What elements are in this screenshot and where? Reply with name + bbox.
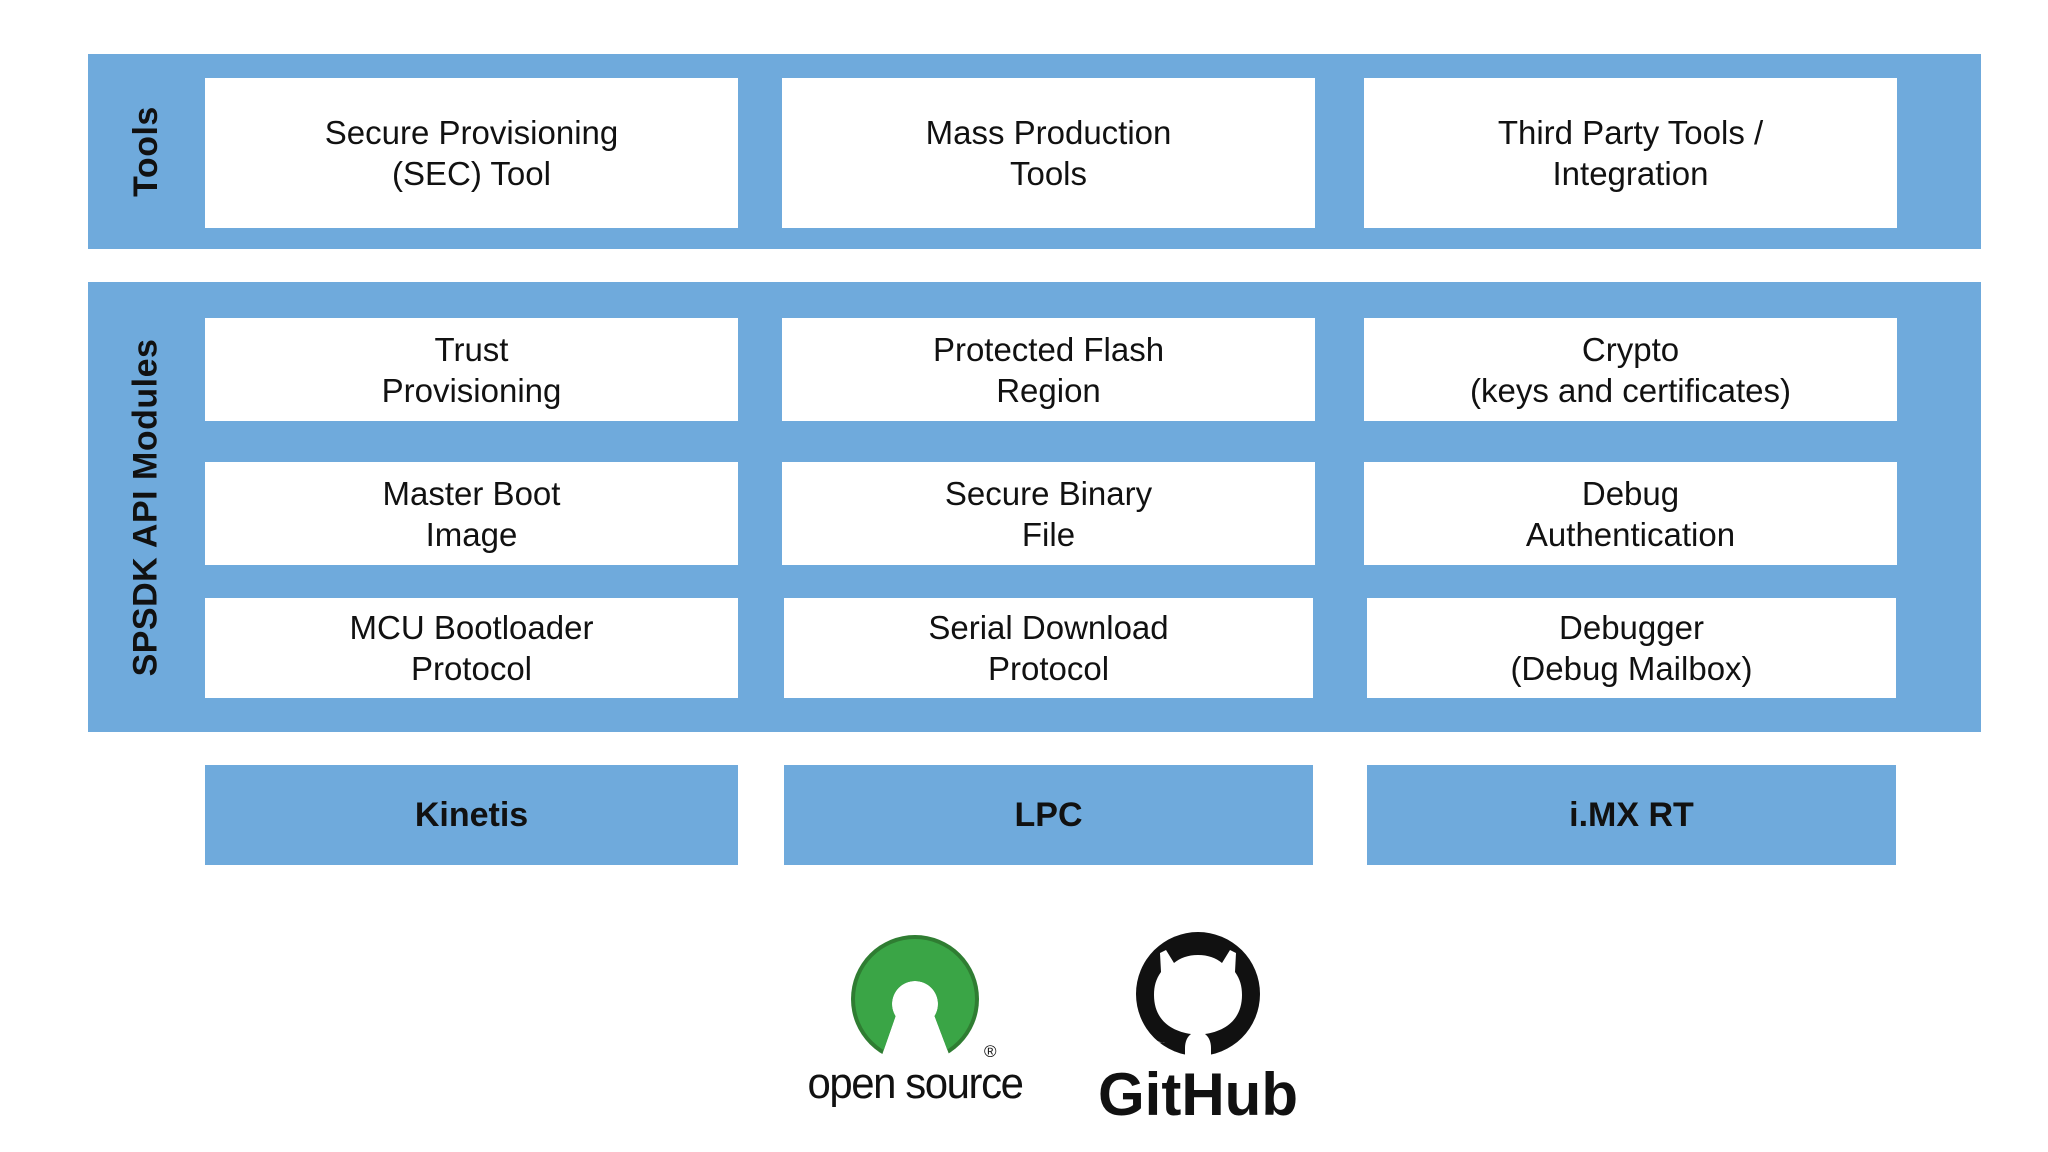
tools-label: Tools bbox=[126, 106, 165, 197]
module-box-secure-binary-file: Secure Binary File bbox=[782, 462, 1315, 565]
module-box-master-boot-image: Master Boot Image bbox=[205, 462, 738, 565]
module-box-protected-flash-region: Protected Flash Region bbox=[782, 318, 1315, 421]
open-source-logo: ® open source bbox=[800, 928, 1040, 1118]
module-box-trust-provisioning: Trust Provisioning bbox=[205, 318, 738, 421]
module-box-crypto: Crypto (keys and certificates) bbox=[1364, 318, 1897, 421]
platform-kinetis: Kinetis bbox=[205, 765, 738, 865]
open-source-wordmark: open source bbox=[808, 1059, 1023, 1108]
platform-imx-rt: i.MX RT bbox=[1367, 765, 1896, 865]
github-octocat-icon: GitHub bbox=[1098, 932, 1298, 1128]
open-source-initiative-icon: ® open source bbox=[808, 935, 1024, 1108]
tools-band-label-area: Tools bbox=[88, 54, 204, 249]
modules-band-label-area: SPSDK API Modules bbox=[88, 282, 204, 732]
module-box-mcu-bootloader-protocol: MCU Bootloader Protocol bbox=[205, 598, 738, 698]
tool-box-sec-tool: Secure Provisioning (SEC) Tool bbox=[205, 78, 738, 228]
module-box-debug-authentication: Debug Authentication bbox=[1364, 462, 1897, 565]
tool-box-mass-production: Mass Production Tools bbox=[782, 78, 1315, 228]
module-box-debugger: Debugger (Debug Mailbox) bbox=[1367, 598, 1896, 698]
registered-mark: ® bbox=[984, 1042, 997, 1061]
module-box-serial-download-protocol: Serial Download Protocol bbox=[784, 598, 1313, 698]
tool-box-third-party: Third Party Tools / Integration bbox=[1364, 78, 1897, 228]
modules-label: SPSDK API Modules bbox=[126, 338, 165, 676]
platform-lpc: LPC bbox=[784, 765, 1313, 865]
github-logo: GitHub bbox=[1090, 930, 1310, 1128]
github-wordmark: GitHub bbox=[1098, 1061, 1298, 1125]
